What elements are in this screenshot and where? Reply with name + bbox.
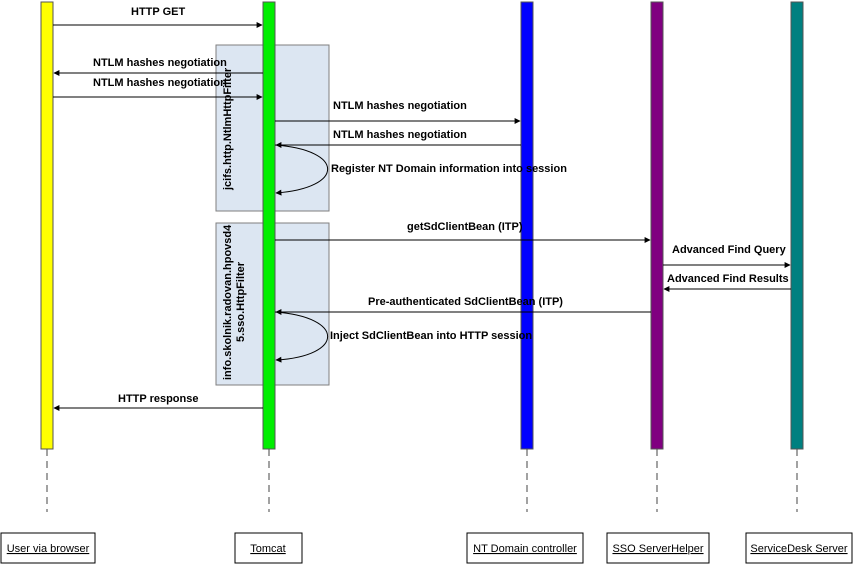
actor-sso-label: SSO ServerHelper <box>612 543 703 555</box>
activation-bar-sso <box>650 1 664 450</box>
message-http-response: HTTP response <box>53 393 263 411</box>
activation-bar-sd <box>790 1 804 450</box>
actor-sd-label: ServiceDesk Server <box>750 543 848 555</box>
message-ntlm-2: NTLM hashes negotiation <box>53 77 263 100</box>
lifeline-sso <box>650 1 664 512</box>
message-register-nt-domain: Register NT Domain information into sess… <box>274 144 567 196</box>
actor-tomcat: Tomcat <box>234 532 303 564</box>
message-label: getSdClientBean (ITP) <box>407 221 523 233</box>
message-label: NTLM hashes negotiation <box>333 129 467 141</box>
actor-tomcat-label: Tomcat <box>250 543 285 555</box>
message-label: NTLM hashes negotiation <box>333 100 467 112</box>
lifeline-sd <box>790 1 804 512</box>
message-get-sd-client-bean: getSdClientBean (ITP) <box>275 221 651 243</box>
message-label: NTLM hashes negotiation <box>93 77 227 89</box>
message-pre-authenticated-bean: Pre-authenticated SdClientBean (ITP) <box>275 296 651 315</box>
frame-sso-filter-label-line2: 5.sso.HttpFilter <box>235 261 247 342</box>
message-label: Register NT Domain information into sess… <box>331 163 567 175</box>
activation-bar-tomcat <box>262 1 276 450</box>
message-inject-sd-client-bean: Inject SdClientBean into HTTP session <box>274 311 532 363</box>
message-advanced-find-results: Advanced Find Results <box>663 273 791 292</box>
lifeline-user <box>40 1 54 512</box>
frame-ntlm-filter-label: jcifs.http.NtlmHttpFilter <box>222 67 234 191</box>
actor-sso: SSO ServerHelper <box>606 532 710 564</box>
actor-ntdc-label: NT Domain controller <box>473 543 577 555</box>
activation-bar-ntdc <box>520 1 534 450</box>
message-label: Pre-authenticated SdClientBean (ITP) <box>368 296 563 308</box>
actor-ntdc: NT Domain controller <box>466 532 584 564</box>
message-label: Inject SdClientBean into HTTP session <box>330 330 532 342</box>
message-label: Advanced Find Results <box>667 273 789 285</box>
lifeline-tomcat <box>262 1 276 512</box>
lifeline-ntdc <box>520 1 534 512</box>
activation-bar-user <box>40 1 54 450</box>
message-label: HTTP response <box>118 393 199 405</box>
actor-user: User via browser <box>0 532 96 564</box>
message-advanced-find-query: Advanced Find Query <box>663 244 791 268</box>
actor-sd: ServiceDesk Server <box>745 532 853 564</box>
actor-user-label: User via browser <box>7 543 90 555</box>
frame-sso-filter-label-line1: info.skolnik.radovan.hpovsd4 <box>222 224 234 380</box>
message-label: NTLM hashes negotiation <box>93 57 227 69</box>
message-ntlm-1: NTLM hashes negotiation <box>53 57 263 76</box>
message-http-get: HTTP GET <box>53 6 263 28</box>
message-label: Advanced Find Query <box>672 244 787 256</box>
message-label: HTTP GET <box>131 6 185 18</box>
message-ntlm-4: NTLM hashes negotiation <box>275 129 521 148</box>
message-ntlm-3: NTLM hashes negotiation <box>275 100 521 124</box>
